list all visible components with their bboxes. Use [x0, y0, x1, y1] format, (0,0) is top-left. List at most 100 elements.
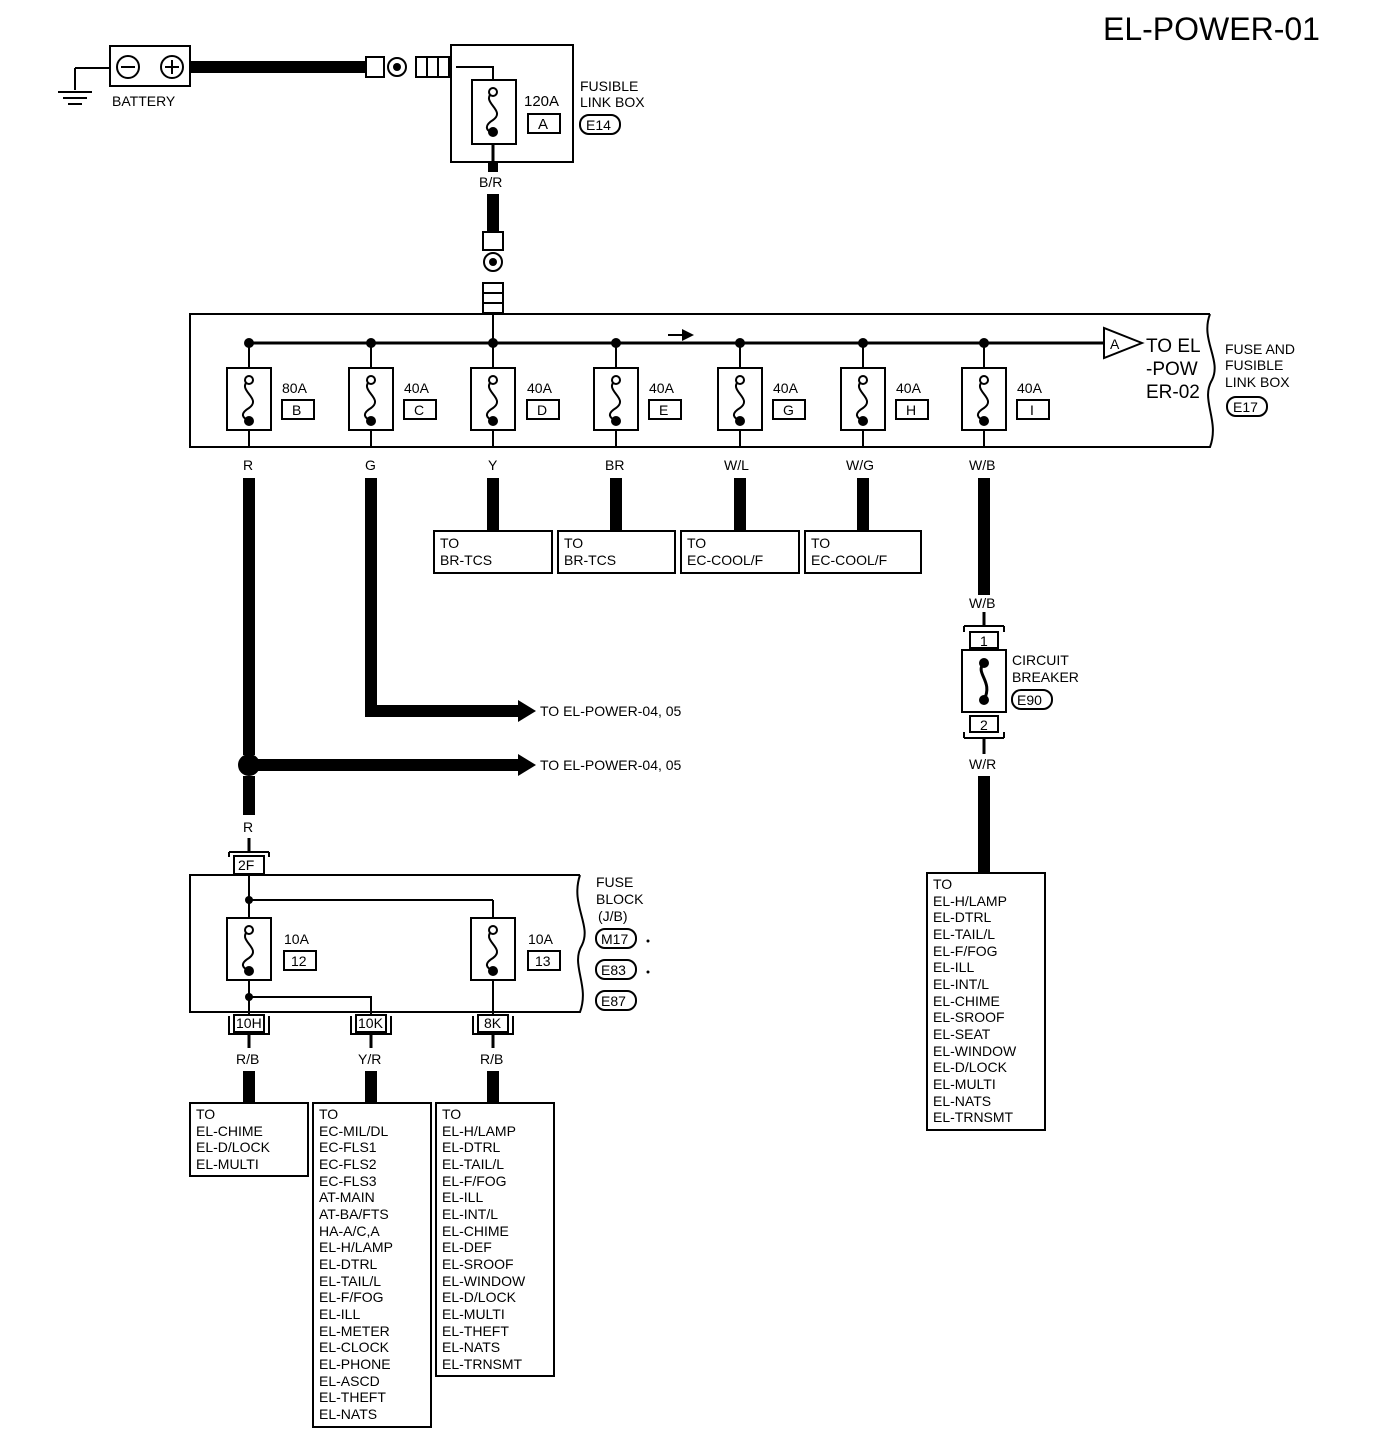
circuit-breaker-label: CIRCUIT	[1012, 652, 1069, 668]
dest-box-ec-cool-1: TO EC-COOL/F	[680, 530, 800, 574]
fuse-block-outline	[189, 874, 586, 1013]
page-title: EL-POWER-01	[1103, 11, 1320, 47]
arrow-right-icon	[518, 700, 536, 722]
svg-text:EL-DEF: EL-DEF	[442, 1239, 492, 1255]
fuse-13: 10A 13	[470, 900, 561, 981]
connector-10k: 10K	[350, 1014, 392, 1035]
fuse-block-label-2: BLOCK	[596, 891, 644, 907]
svg-text:EL-INT/L: EL-INT/L	[933, 976, 989, 992]
battery: BATTERY	[58, 45, 191, 109]
svg-text:EC-MIL/DL: EC-MIL/DL	[319, 1123, 388, 1139]
svg-text:EL-SROOF: EL-SROOF	[933, 1009, 1005, 1025]
connector-e90: E90	[1017, 692, 1042, 708]
svg-text:EL-CLOCK: EL-CLOCK	[319, 1339, 390, 1355]
battery-label: BATTERY	[112, 93, 176, 109]
connector-m17: M17	[601, 931, 628, 947]
svg-text:A: A	[1110, 336, 1120, 352]
circuit-breaker: 1 2	[961, 625, 1007, 739]
fuse-box-label-2: FUSIBLE	[1225, 357, 1283, 373]
svg-text:EL-CHIME: EL-CHIME	[196, 1123, 263, 1139]
svg-text:EL-H/LAMP: EL-H/LAMP	[933, 893, 1007, 909]
svg-text:EL-D/LOCK: EL-D/LOCK	[933, 1059, 1008, 1075]
svg-text:EC-FLS2: EC-FLS2	[319, 1156, 377, 1172]
svg-text:10K: 10K	[358, 1015, 384, 1031]
svg-text:EC-FLS1: EC-FLS1	[319, 1139, 377, 1155]
svg-text:EL-D/LOCK: EL-D/LOCK	[442, 1289, 517, 1305]
svg-text:EL-DTRL: EL-DTRL	[319, 1256, 378, 1272]
svg-text:EL-SROOF: EL-SROOF	[442, 1256, 514, 1272]
svg-text:TO: TO	[196, 1106, 215, 1122]
wire-label-wb: W/B	[969, 595, 995, 611]
wire-label-yr: Y/R	[358, 1051, 381, 1067]
connector-2f: 2F	[238, 857, 254, 873]
svg-text:EL-ILL: EL-ILL	[319, 1306, 360, 1322]
svg-text:EL-NATS: EL-NATS	[442, 1339, 500, 1355]
connector-e83: E83	[601, 962, 626, 978]
wire-label-br: B/R	[479, 174, 502, 190]
fuse-e: 40A E BR	[593, 338, 682, 473]
dest-box-ec-cool-2: TO EC-COOL/F	[804, 530, 922, 574]
svg-text:TO: TO	[564, 535, 583, 551]
wire-label-r: R	[243, 819, 253, 835]
svg-text:10A: 10A	[284, 931, 310, 947]
dest-box-br-tcs-2: TO BR-TCS	[557, 530, 676, 574]
fuse-block-label: FUSE	[596, 874, 633, 890]
svg-text:EC-COOL/F: EC-COOL/F	[811, 552, 887, 568]
svg-text:EL-SEAT: EL-SEAT	[933, 1026, 991, 1042]
svg-text:TO: TO	[440, 535, 459, 551]
svg-text:W/L: W/L	[724, 457, 749, 473]
connector-e14: E14	[586, 117, 611, 133]
svg-text:2: 2	[980, 717, 988, 733]
svg-text:40A: 40A	[896, 380, 922, 396]
svg-text:EL-CHIME: EL-CHIME	[933, 993, 1000, 1009]
fuse-12: 10A 12	[226, 900, 317, 981]
svg-text:EL-DTRL: EL-DTRL	[933, 909, 992, 925]
svg-text:EL-MULTI: EL-MULTI	[442, 1306, 505, 1322]
svg-text:W/B: W/B	[969, 457, 995, 473]
fuse-d: 40A D Y	[470, 338, 560, 473]
svg-text:E: E	[659, 402, 668, 418]
svg-text:TO: TO	[319, 1106, 338, 1122]
svg-text:8K: 8K	[484, 1015, 502, 1031]
svg-text:EC-FLS3: EC-FLS3	[319, 1173, 377, 1189]
svg-text:Y: Y	[488, 457, 498, 473]
svg-text:G: G	[365, 457, 376, 473]
to-el-power-02-label-3: ER-02	[1146, 382, 1200, 403]
svg-text:B: B	[292, 402, 301, 418]
svg-text:EL-METER: EL-METER	[319, 1323, 390, 1339]
svg-text:EL-D/LOCK: EL-D/LOCK	[196, 1139, 271, 1155]
fuse-box-label: FUSE AND	[1225, 341, 1295, 357]
wire-label-rb-2: R/B	[480, 1051, 503, 1067]
svg-text:40A: 40A	[1017, 380, 1043, 396]
svg-text:C: C	[414, 402, 424, 418]
svg-text:120A: 120A	[524, 93, 559, 110]
svg-text:EL-H/LAMP: EL-H/LAMP	[319, 1239, 393, 1255]
to-el-power-r-label: TO EL-POWER-04, 05	[540, 757, 682, 773]
wire-label-wr: W/R	[969, 756, 996, 772]
svg-text:13: 13	[535, 953, 551, 969]
svg-text:EL-THEFT: EL-THEFT	[442, 1323, 509, 1339]
svg-text:EL-INT/L: EL-INT/L	[442, 1206, 498, 1222]
svg-text:A: A	[538, 116, 548, 133]
fusible-link-label: FUSIBLE	[580, 78, 638, 94]
svg-text:W/G: W/G	[846, 457, 874, 473]
svg-text:10H: 10H	[236, 1015, 262, 1031]
connector-e17: E17	[1233, 399, 1258, 415]
svg-text:BR: BR	[605, 457, 624, 473]
svg-text:EL-F/FOG: EL-F/FOG	[933, 943, 998, 959]
svg-text:EL-H/LAMP: EL-H/LAMP	[442, 1123, 516, 1139]
fuse-box-label-3: LINK BOX	[1225, 374, 1290, 390]
to-el-power-g-label: TO EL-POWER-04, 05	[540, 703, 682, 719]
cb-dest-list: TO EL-H/LAMP EL-DTRL EL-TAIL/L EL-F/FOG …	[926, 872, 1046, 1131]
svg-text:TO: TO	[442, 1106, 461, 1122]
fusible-link-box: 120A A	[450, 44, 574, 163]
svg-text:EL-ILL: EL-ILL	[442, 1189, 483, 1205]
svg-text:AT-BA/FTS: AT-BA/FTS	[319, 1206, 389, 1222]
connector-10h: 10H	[228, 1014, 270, 1035]
svg-text:TO: TO	[933, 876, 952, 892]
svg-text:BR-TCS: BR-TCS	[440, 552, 492, 568]
svg-text:BR-TCS: BR-TCS	[564, 552, 616, 568]
svg-text:EL-MULTI: EL-MULTI	[933, 1076, 996, 1092]
svg-text:TO: TO	[811, 535, 830, 551]
